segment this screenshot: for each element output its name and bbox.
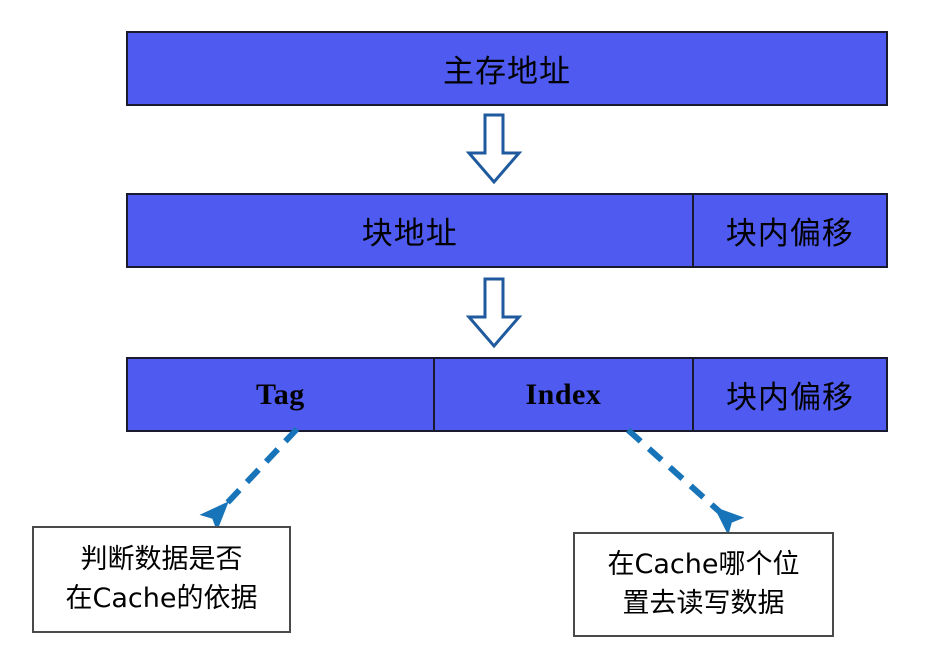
index-description-line-2: 置去读写数据 xyxy=(622,587,785,619)
cell-block-offset-row3: 块内偏移 xyxy=(692,359,886,430)
tag-index-offset-bar: Tag Index 块内偏移 xyxy=(126,357,888,432)
index-description-line-1: 在Cache哪个位 xyxy=(607,549,800,581)
index-description-box: 在Cache哪个位 置去读写数据 xyxy=(573,532,834,637)
down-arrow-block-to-tag xyxy=(465,277,523,349)
cell-block-offset-row2: 块内偏移 xyxy=(691,195,886,266)
main-memory-address-bar: 主存地址 xyxy=(126,31,888,106)
cell-block-address: 块地址 xyxy=(361,216,458,252)
tag-description-line-2: 在Cache的依据 xyxy=(65,582,258,614)
cell-tag: Tag xyxy=(256,377,305,411)
down-arrow-address-to-block xyxy=(465,113,523,185)
tag-description-line-1: 判断数据是否 xyxy=(80,544,243,576)
tag-description-box: 判断数据是否 在Cache的依据 xyxy=(32,526,291,633)
tag-to-left-description-arrow xyxy=(199,426,300,532)
cell-index: Index xyxy=(432,359,692,430)
cell-main-memory-address: 主存地址 xyxy=(443,54,571,90)
index-to-right-description-arrow xyxy=(626,427,745,535)
block-address-split-bar: 块地址 块内偏移 xyxy=(126,193,888,268)
